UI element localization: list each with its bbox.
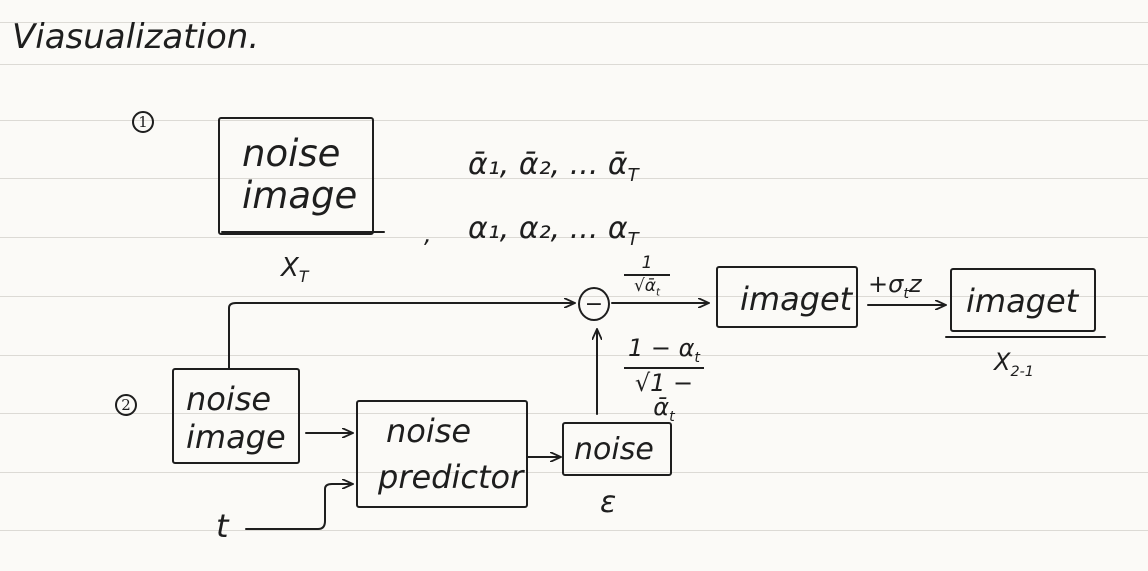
coef-top-denominator: √ᾱt bbox=[624, 278, 670, 299]
fraction-bar bbox=[624, 367, 704, 370]
output-imaget-box: imaget bbox=[950, 268, 1096, 332]
xT-label: XT bbox=[281, 255, 308, 286]
coef-side-fraction: 1 − αt √1 − ᾱt bbox=[624, 336, 704, 424]
ruled-line bbox=[0, 64, 1148, 65]
add-noise-z: z bbox=[908, 270, 922, 298]
box-line-2: image bbox=[242, 174, 358, 217]
imaget-box: imaget bbox=[716, 266, 858, 328]
step-1-number: 1 bbox=[138, 113, 148, 131]
epsilon-label: ε bbox=[600, 485, 617, 520]
ruled-line bbox=[0, 413, 1148, 414]
skip-connection-arrow bbox=[228, 303, 574, 369]
output-x-label: X2-1 bbox=[994, 350, 1034, 379]
noise-predictor-box: noise predictor bbox=[356, 400, 528, 508]
add-noise-sigma: +σ bbox=[868, 270, 904, 298]
add-noise-sub: t bbox=[903, 285, 909, 302]
page-title: Viasualization. bbox=[12, 17, 260, 57]
noise-box: noise bbox=[562, 422, 672, 476]
step-2-number: 2 bbox=[121, 396, 131, 414]
ruled-line bbox=[0, 120, 1148, 121]
step-2-noise-image-box: noise image bbox=[172, 368, 300, 464]
fraction-bar bbox=[624, 274, 670, 276]
predictor-line-1: noise bbox=[386, 412, 472, 450]
output-x-letter: X bbox=[994, 348, 1011, 376]
minus-operator: − bbox=[578, 287, 610, 321]
ruled-line bbox=[0, 178, 1148, 179]
timestep-input: t bbox=[216, 507, 229, 545]
input-line-2: image bbox=[186, 418, 286, 456]
coef-top-numerator: 1 bbox=[641, 253, 653, 273]
ruled-line bbox=[0, 296, 1148, 297]
ruled-line bbox=[0, 237, 1148, 238]
t-to-predictor-arrow bbox=[245, 484, 352, 530]
stray-mark: , bbox=[424, 220, 432, 248]
imaget-box-label: imaget bbox=[740, 280, 853, 318]
coef-side-num-text: 1 − α bbox=[627, 334, 695, 362]
alpha-bar-subscript: T bbox=[627, 165, 639, 186]
ruled-line bbox=[0, 355, 1148, 356]
output-imaget-label: imaget bbox=[966, 282, 1079, 320]
step-1-noise-image-box: noise image bbox=[218, 117, 374, 235]
predictor-line-2: predictor bbox=[378, 458, 524, 496]
output-x-subscript: 2-1 bbox=[1010, 363, 1034, 380]
step-1-marker: 1 bbox=[132, 111, 154, 133]
coef-side-den-text: √1 − ᾱ bbox=[634, 369, 694, 422]
noise-box-label: noise bbox=[574, 432, 654, 467]
coef-top-den-sub: t bbox=[656, 287, 661, 299]
alpha-bar-text: ᾱ₁, ᾱ₂, ... ᾱ bbox=[468, 147, 628, 182]
input-line-1: noise bbox=[186, 380, 272, 418]
minus-sign: − bbox=[584, 291, 604, 317]
coef-side-numerator: 1 − αt bbox=[624, 336, 704, 365]
alpha-sequence: α₁, α₂, ... αT bbox=[468, 214, 639, 249]
box-line-1: noise bbox=[242, 132, 341, 175]
alpha-subscript: T bbox=[627, 229, 639, 250]
ruled-line bbox=[0, 22, 1148, 23]
ruled-line bbox=[0, 472, 1148, 473]
xT-subscript: T bbox=[298, 268, 309, 287]
ruled-line bbox=[0, 530, 1148, 531]
xT-letter: X bbox=[281, 253, 299, 283]
step-2-marker: 2 bbox=[115, 394, 137, 416]
add-noise-label: +σtz bbox=[868, 272, 922, 301]
coef-side-denominator: √1 − ᾱt bbox=[624, 371, 704, 424]
alpha-text: α₁, α₂, ... α bbox=[468, 211, 628, 246]
coef-top-fraction: 1 √ᾱt bbox=[624, 255, 670, 299]
alpha-bar-sequence: ᾱ₁, ᾱ₂, ... ᾱT bbox=[468, 150, 639, 185]
coef-top-den-text: √ᾱ bbox=[633, 276, 657, 296]
coef-side-num-sub: t bbox=[694, 349, 701, 366]
coef-side-den-sub: t bbox=[669, 409, 675, 425]
